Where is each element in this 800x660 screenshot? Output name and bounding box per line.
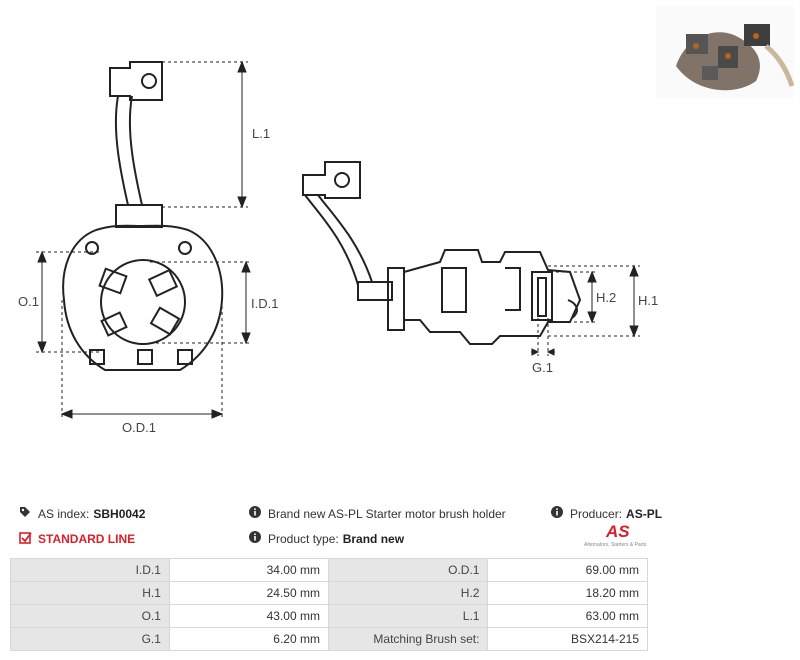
info-circle-icon	[248, 531, 262, 546]
logo-tagline: Alternators, Starters & Parts	[584, 542, 647, 548]
dimension-label-id1: I.D.1	[251, 296, 278, 311]
dimension-label-g1: G.1	[532, 360, 553, 375]
spec-value: 63.00 mm	[487, 604, 648, 628]
product-type-label: Product type:	[268, 531, 339, 546]
as-index-label: AS index:	[38, 506, 90, 521]
spec-value: 34.00 mm	[168, 558, 329, 582]
dimension-label-l1: L.1	[252, 126, 270, 141]
description: Brand new AS-PL Starter motor brush hold…	[248, 506, 506, 521]
product-type: Product type: Brand new	[248, 531, 404, 546]
product-photo	[656, 6, 794, 98]
tag-icon	[18, 506, 32, 521]
as-pl-logo: AS Alternators, Starters & Parts	[584, 522, 654, 552]
spec-value: 69.00 mm	[487, 558, 648, 582]
dimension-label-o1: O.1	[18, 294, 39, 309]
spec-value: BSX214-215	[487, 627, 648, 651]
checkbox-check-icon	[18, 531, 32, 547]
product-type-value: Brand new	[342, 531, 405, 546]
product-line: STANDARD LINE	[18, 531, 135, 547]
spec-key: H.1	[10, 581, 170, 605]
spec-value: 18.20 mm	[487, 581, 648, 605]
spec-key: O.1	[10, 604, 170, 628]
brush-holder-side-view	[302, 161, 582, 345]
spec-key: I.D.1	[10, 558, 170, 582]
logo-mark: AS	[606, 522, 630, 541]
producer-label: Producer:	[570, 506, 623, 521]
spec-key: L.1	[327, 604, 489, 628]
producer: Producer: AS-PL	[550, 506, 662, 521]
spec-value: 43.00 mm	[168, 604, 329, 628]
spec-value: 24.50 mm	[168, 581, 329, 605]
dimension-label-h1: H.1	[638, 293, 658, 308]
brush-holder-front-view	[62, 61, 224, 371]
spec-key: H.2	[327, 581, 489, 605]
technical-drawing: L.1 O.1 I.D.1 O.D.1 H.1 H.2 G.1	[18, 60, 658, 435]
spec-key: Matching Brush set:	[327, 627, 489, 651]
product-line-label: STANDARD LINE	[38, 532, 136, 546]
as-index-value: SBH0042	[93, 506, 146, 521]
spec-key: G.1	[10, 627, 170, 651]
producer-value: AS-PL	[626, 506, 663, 521]
info-circle-icon	[248, 506, 262, 521]
dimension-label-od1: O.D.1	[122, 420, 156, 435]
as-index: AS index: SBH0042	[18, 506, 145, 521]
description-text: Brand new AS-PL Starter motor brush hold…	[268, 506, 506, 521]
dimension-lines	[36, 60, 640, 420]
spec-key: O.D.1	[327, 558, 489, 582]
spec-value: 6.20 mm	[168, 627, 329, 651]
dimension-label-h2: H.2	[596, 290, 616, 305]
info-circle-icon	[550, 506, 564, 521]
